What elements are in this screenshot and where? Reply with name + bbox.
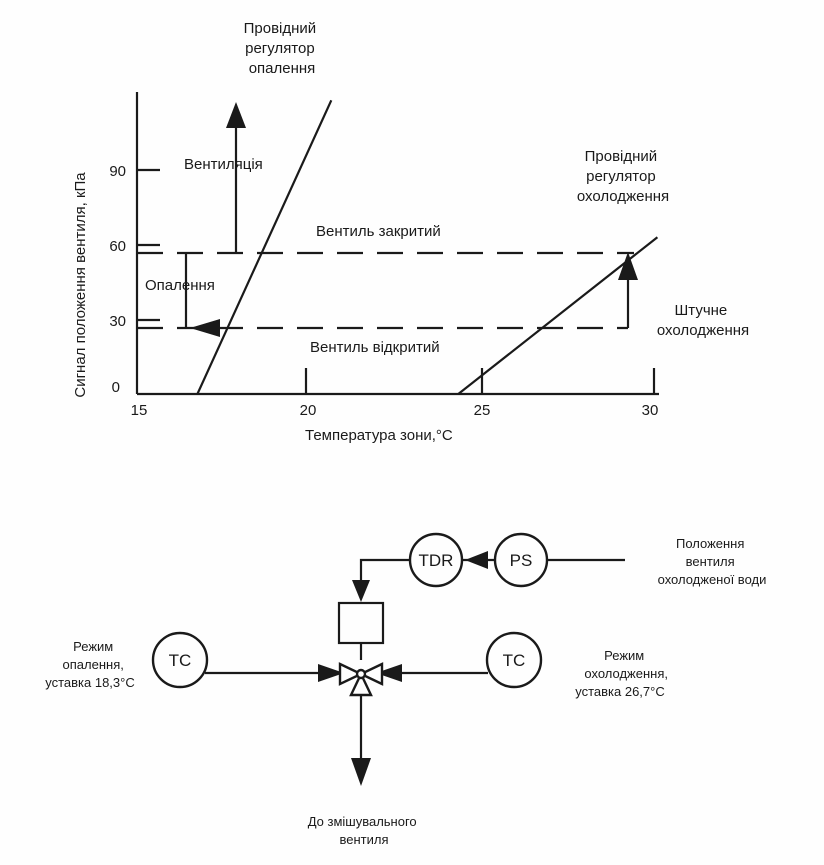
cooling-mode-line: уставка 26,7 [575,684,650,699]
valve-position-line: вентиля [686,554,735,569]
chart: 90 60 30 0 15 20 25 30 Температура зони,… [72,20,749,444]
ps-circle [493,532,549,588]
heating-leader-line: регулятор [245,40,315,57]
valve-closed-label: Вентиль закритий [316,223,441,240]
cooling-leader-line: Провідний [585,148,658,165]
cooling-arrow-icon [618,252,638,280]
heating-leader-line: опалення [249,60,316,77]
tc-left-circle [151,631,209,689]
valve-open-label: Вентиль відкритий [310,339,440,356]
x-tick-label: 20 [300,402,317,419]
y-tick-label: 90 [109,163,126,180]
heating-mode-label: Режим опалення, уставка 18,3°С [45,639,135,690]
valve-position-line: Положення [676,536,744,551]
output-line-text: До змішувального [308,814,417,829]
y-tick-label: 0 [112,379,120,396]
heating-mode-line: опалення, [63,657,124,672]
output-label: До змішувального вентиля [308,814,421,847]
output-line-text: вентиля [339,832,388,847]
x-axis-label-text: Температура зони, [305,427,436,444]
tdr-to-actuator-arrow-icon [352,580,370,602]
tc-right-label: TC [503,651,526,670]
y-tick-label: 30 [109,313,126,330]
heating-mode-line: уставка 18,3 [45,675,120,690]
valve-left-wedge [338,662,364,686]
actuator-box [337,601,385,645]
y-axis-label: Сигнал положення вентиля, кПа [72,172,89,398]
cooling-signal-arrow-icon [376,664,402,682]
x-tick-label: 25 [474,402,491,419]
artificial-cooling-line: Штучне [675,302,728,319]
ps-label: PS [510,551,533,570]
cooling-setpoint-unit: °С [650,684,665,699]
x-axis-label: Температура зони,°С [305,427,453,444]
tdr-circle [408,532,464,588]
heating-arrow-icon [190,319,220,337]
x-axis-unit: °С [436,427,453,444]
ventilation-arrow-icon [226,102,246,128]
output-arrow-icon [351,758,371,786]
cooling-leader-line: охолодження [577,188,669,205]
tdr-to-actuator-line [359,558,410,590]
artificial-cooling-label: Штучне охолодження [657,302,749,339]
three-way-valve-icon [338,662,384,697]
heating-signal-arrow-icon [318,664,344,682]
ps-to-tdr-arrow-icon [465,551,488,569]
heating-leader-label: Провідний регулятор опалення [244,20,321,77]
heating-leader-line: Провідний [244,20,317,37]
cooling-mode-label: Режим охолодження, уставка 26,7°С [575,648,671,699]
ventilation-label: Вентиляція [184,156,263,173]
cooling-leader-line: регулятор [586,168,656,185]
heating-setpoint-unit: °С [120,675,135,690]
y-tick-label: 60 [109,238,126,255]
valve-position-line: охолодженої води [658,572,767,587]
valve-position-label: Положення вентиля охолодженої води [658,536,767,587]
heating-zone-label: Опалення [145,277,215,294]
valve-right-wedge [358,662,384,686]
tdr-label: TDR [419,551,454,570]
control-diagram: TDR PS TC TC Положення вентиля охоло [45,532,767,847]
cooling-leader-label: Провідний регулятор охолодження [577,148,669,205]
cooling-mode-line: Режим [604,648,644,663]
artificial-cooling-line: охолодження [657,322,749,339]
tc-left-label: TC [169,651,192,670]
heating-controller-line [196,99,333,395]
heating-mode-line: Режим [73,639,113,654]
tc-right-circle [485,631,543,689]
valve-center [355,668,367,680]
cooling-mode-line: охолодження, [584,666,668,681]
x-tick-label: 15 [131,402,148,419]
x-tick-label: 30 [642,402,659,419]
